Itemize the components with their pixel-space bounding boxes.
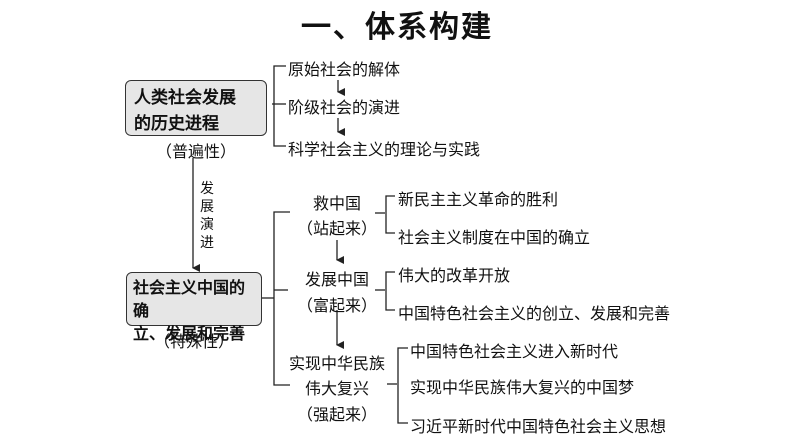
- china-box-line1: 社会主义中国的确: [133, 278, 246, 320]
- label-char: 发: [200, 181, 214, 197]
- history-stage-1: 原始社会的解体: [288, 60, 401, 79]
- china-box-line2: 立、发展和完善: [133, 324, 246, 343]
- history-box: 人类社会发展 的历史进程: [125, 80, 267, 136]
- history-box-line1: 人类社会发展: [134, 88, 236, 108]
- label-char: 进: [200, 235, 214, 251]
- bracket-phase-2: [385, 271, 395, 311]
- phase-2-item-2: 中国特色社会主义的创立、发展和完善: [398, 304, 671, 323]
- phase-2-name: 发展中国: [304, 270, 369, 289]
- page-title: 一、体系构建: [301, 10, 493, 45]
- history-stage-2: 阶级社会的演进: [288, 98, 401, 117]
- phase-3-item-3: 习近平新时代中国特色社会主义思想: [410, 417, 667, 436]
- history-nature: （普遍性）: [155, 142, 236, 161]
- phase-1-item-2: 社会主义制度在中国的确立: [398, 228, 591, 247]
- phase-1-sub: （站起来）: [296, 219, 377, 238]
- china-box: 社会主义中国的确 立、发展和完善: [126, 272, 262, 343]
- bracket-phase-1: [385, 195, 395, 234]
- phase-1-name: 救中国: [312, 194, 361, 213]
- label-char: 演: [200, 217, 214, 233]
- bracket-china: [273, 211, 290, 386]
- phase-3-sub: （强起来）: [296, 405, 377, 424]
- bracket-phase-3: [397, 347, 408, 424]
- china-nature: （特殊性）: [153, 332, 234, 351]
- phase-3-item-1: 中国特色社会主义进入新时代: [410, 342, 619, 361]
- phase-3-item-2: 实现中华民族伟大复兴的中国梦: [410, 378, 635, 397]
- history-box-line2: 的历史进程: [134, 114, 219, 134]
- phase-3-name-line2: 伟大复兴: [304, 379, 369, 398]
- development-label: 发 展 演 进: [199, 180, 215, 252]
- history-stage-3: 科学社会主义的理论与实践: [288, 140, 481, 159]
- label-char: 展: [200, 199, 214, 215]
- phase-1-item-1: 新民主主义革命的胜利: [398, 190, 559, 209]
- bracket-history: [273, 65, 286, 147]
- phase-2-item-1: 伟大的改革开放: [398, 266, 511, 285]
- phase-3-name-line1: 实现中华民族: [288, 354, 385, 373]
- phase-2-sub: （富起来）: [296, 296, 377, 315]
